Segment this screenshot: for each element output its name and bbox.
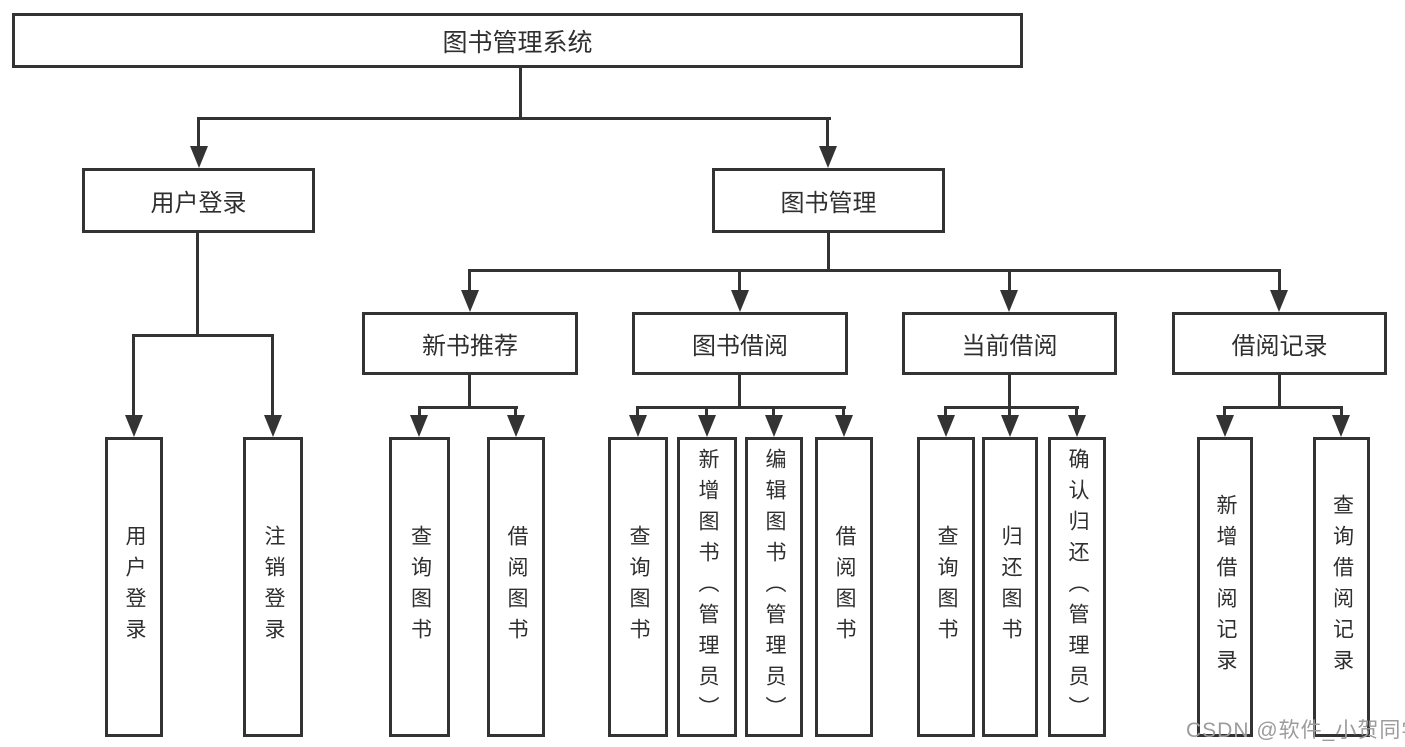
leaf-confirm-return-admin: 确认归还（管理员） (1048, 437, 1106, 737)
arrow-down-icon (937, 415, 955, 437)
leaf-borrow-books-label: 借阅图书 (833, 525, 856, 649)
leaf-return-book: 归还图书 (982, 437, 1038, 737)
connector-line (738, 375, 741, 408)
arrow-down-icon (1068, 415, 1086, 437)
leaf-confirm-return-admin-label: 确认归还（管理员） (1066, 447, 1089, 727)
connector-line (1008, 375, 1011, 408)
leaf-edit-book-admin-label: 编辑图书（管理员） (763, 447, 786, 727)
arrow-down-icon (629, 415, 647, 437)
arrow-down-icon (264, 415, 282, 437)
node-current-borrow: 当前借阅 (902, 312, 1117, 375)
arrow-down-icon (1001, 415, 1019, 437)
connector-line (418, 406, 421, 418)
leaf-query-books-label: 查询图书 (935, 525, 958, 649)
arrow-down-icon (765, 415, 783, 437)
leaf-logout: 注销登录 (243, 437, 303, 737)
arrow-down-icon (835, 415, 853, 437)
leaf-borrow-books-label: 借阅图书 (505, 525, 528, 649)
arrow-down-icon (1000, 290, 1018, 312)
leaf-query-borrow-record: 查询借阅记录 (1313, 437, 1370, 737)
connector-line (1223, 406, 1226, 418)
connector-line (944, 406, 947, 418)
leaf-add-book-admin-label: 新增图书（管理员） (696, 447, 719, 727)
connector-line (944, 406, 1079, 409)
connector-line (418, 406, 518, 409)
leaf-add-book-admin: 新增图书（管理员） (677, 437, 737, 737)
connector-line (519, 68, 522, 119)
leaf-query-books: 查询图书 (608, 437, 668, 737)
connector-line (826, 117, 829, 150)
arrow-down-icon (819, 146, 837, 168)
arrow-down-icon (410, 415, 428, 437)
connector-line (133, 334, 274, 337)
node-user-login: 用户登录 (82, 168, 315, 233)
connector-line (636, 406, 639, 418)
connector-line (469, 269, 1280, 272)
connector-line (827, 233, 830, 271)
leaf-query-books: 查询图书 (917, 437, 975, 737)
connector-line (1008, 269, 1011, 292)
arrow-down-icon (1270, 290, 1288, 312)
leaf-user-login: 用户登录 (105, 437, 163, 737)
connector-line (468, 375, 471, 408)
node-book-management-label: 图书管理 (780, 190, 877, 217)
arrow-down-icon (190, 146, 208, 168)
node-user-login-label: 用户登录 (150, 190, 247, 217)
connector-line (197, 117, 200, 150)
node-borrow-records: 借阅记录 (1172, 312, 1387, 375)
arrow-down-icon (1332, 415, 1350, 437)
connector-line (1223, 406, 1343, 409)
node-root: 图书管理系统 (12, 13, 1023, 68)
arrow-down-icon (731, 290, 749, 312)
leaf-query-books-label: 查询图书 (627, 525, 650, 649)
node-book-borrow: 图书借阅 (632, 312, 848, 375)
leaf-query-books-label: 查询图书 (408, 525, 432, 649)
leaf-borrow-books: 借阅图书 (815, 437, 873, 737)
connector-line (514, 406, 517, 418)
node-book-borrow-label: 图书借阅 (692, 333, 788, 360)
connector-line (738, 269, 741, 292)
node-book-management: 图书管理 (712, 168, 945, 233)
connector-line (1278, 269, 1281, 292)
node-new-book-recommend: 新书推荐 (362, 312, 578, 375)
arrow-down-icon (507, 415, 525, 437)
leaf-add-borrow-record: 新增借阅记录 (1197, 437, 1253, 737)
node-current-borrow-label: 当前借阅 (961, 333, 1058, 360)
connector-line (468, 269, 471, 292)
node-borrow-records-label: 借阅记录 (1231, 333, 1328, 360)
arrow-down-icon (125, 415, 143, 437)
watermark: CSDN @软件_小贺同学 (1186, 719, 1405, 742)
connector-line (1340, 406, 1343, 418)
connector-line (1008, 406, 1011, 418)
connector-line (1278, 375, 1281, 408)
leaf-add-borrow-record-label: 新增借阅记录 (1214, 494, 1237, 680)
connector-line (197, 117, 831, 120)
leaf-edit-book-admin: 编辑图书（管理员） (745, 437, 803, 737)
connector-line (772, 406, 775, 418)
leaf-logout-label: 注销登录 (262, 525, 285, 649)
connector-line (132, 334, 135, 419)
arrow-down-icon (461, 290, 479, 312)
connector-line (705, 406, 708, 418)
arrow-down-icon (698, 415, 716, 437)
arrow-down-icon (1216, 415, 1234, 437)
leaf-query-books: 查询图书 (389, 437, 450, 737)
leaf-borrow-books: 借阅图书 (487, 437, 545, 737)
leaf-user-login-label: 用户登录 (123, 525, 146, 649)
connector-line (636, 406, 846, 409)
leaf-return-book-label: 归还图书 (999, 525, 1022, 649)
connector-line (196, 233, 199, 336)
node-new-book-recommend-label: 新书推荐 (422, 333, 518, 360)
leaf-query-borrow-record-label: 查询借阅记录 (1330, 494, 1354, 680)
connector-line (1075, 406, 1078, 418)
connector-line (842, 406, 845, 418)
connector-line (271, 334, 274, 419)
node-root-label: 图书管理系统 (442, 28, 593, 57)
